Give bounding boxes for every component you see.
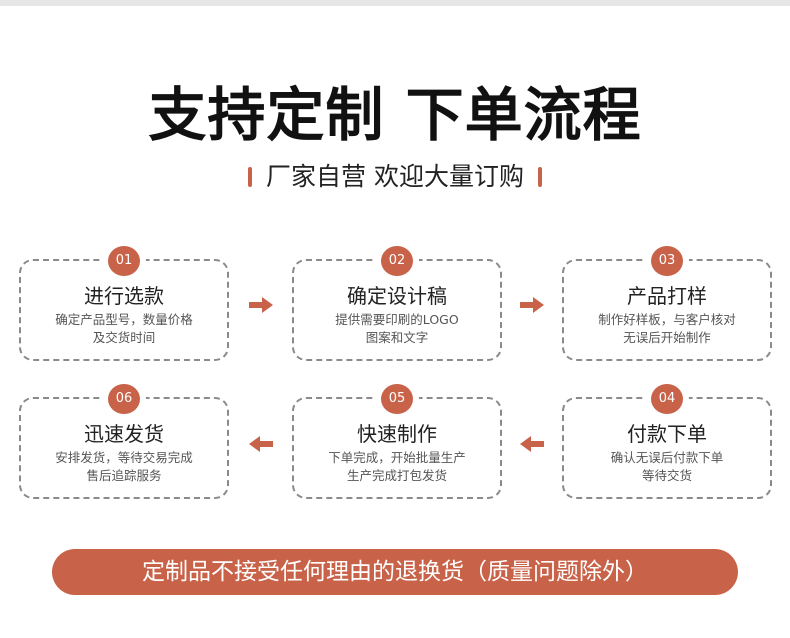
subtitle-bar-right <box>537 167 542 187</box>
step-desc-line1: 制作好样板，与客户核对 <box>598 312 736 327</box>
step-desc-line1: 确认无误后付款下单 <box>610 450 724 465</box>
step-desc-line2: 及交货时间 <box>92 330 156 345</box>
step-title: 付款下单 <box>627 422 707 446</box>
step-desc-line2: 售后追踪服务 <box>86 468 162 483</box>
no-return-notice-banner: 定制品不接受任何理由的退换货（质量问题除外） <box>52 549 738 595</box>
step-desc-line2: 等待交货 <box>641 468 692 483</box>
arrow-left-icon <box>249 436 273 452</box>
top-divider <box>0 0 790 6</box>
step-number-badge: 03 <box>651 246 683 276</box>
step-title: 进行选款 <box>84 284 164 308</box>
step-title: 快速制作 <box>357 422 437 446</box>
step-number-badge: 01 <box>108 246 140 276</box>
step-desc-line2: 生产完成打包发货 <box>346 468 447 483</box>
step-desc-line1: 确定产品型号，数量价格 <box>55 312 193 327</box>
step-title: 产品打样 <box>627 284 707 308</box>
subtitle-bar-left <box>248 167 253 187</box>
step-title: 迅速发货 <box>84 422 164 446</box>
arrow-left-icon <box>520 436 544 452</box>
step-title: 确定设计稿 <box>347 284 447 308</box>
step-desc-line1: 安排发货，等待交易完成 <box>55 450 193 465</box>
arrow-right-icon <box>520 297 544 313</box>
step-card-01: 01 进行选款 确定产品型号，数量价格 及交货时间 <box>19 246 229 361</box>
step-card-05: 05 快速制作 下单完成，开始批量生产 生产完成打包发货 <box>292 384 502 499</box>
step-card-02: 02 确定设计稿 提供需要印刷的LOGO 图案和文字 <box>292 246 502 361</box>
arrow-right-icon <box>249 297 273 313</box>
step-desc-line1: 下单完成，开始批量生产 <box>328 450 466 465</box>
step-desc-line2: 无误后开始制作 <box>623 330 711 345</box>
step-card-03: 03 产品打样 制作好样板，与客户核对 无误后开始制作 <box>562 246 772 361</box>
step-desc-line1: 提供需要印刷的LOGO <box>335 312 459 327</box>
step-number-badge: 04 <box>651 384 683 414</box>
step-number-badge: 02 <box>381 246 413 276</box>
step-card-06: 06 迅速发货 安排发货，等待交易完成 售后追踪服务 <box>19 384 229 499</box>
step-card-04: 04 付款下单 确认无误后付款下单 等待交货 <box>562 384 772 499</box>
step-number-badge: 05 <box>381 384 413 414</box>
subtitle-row: 厂家自营 欢迎大量订购 <box>0 160 790 194</box>
page-title: 支持定制 下单流程 <box>148 81 642 149</box>
step-desc-line2: 图案和文字 <box>365 330 429 345</box>
step-number-badge: 06 <box>108 384 140 414</box>
page-subtitle: 厂家自营 欢迎大量订购 <box>266 162 524 191</box>
